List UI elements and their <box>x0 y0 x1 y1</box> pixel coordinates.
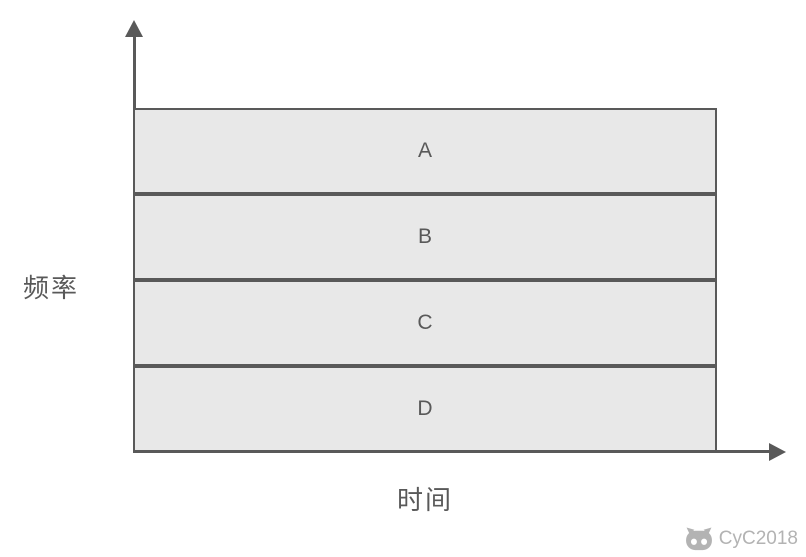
y-axis-arrow-icon <box>125 20 143 37</box>
band-c: C <box>133 280 717 366</box>
x-axis-label: 时间 <box>396 485 453 515</box>
band-b: B <box>133 194 717 280</box>
watermark: CyC2018 <box>685 527 798 551</box>
band-c-label: C <box>417 311 433 334</box>
cat-icon <box>685 527 713 551</box>
band-b-label: B <box>417 225 432 248</box>
y-axis-label: 频率 <box>23 273 80 303</box>
band-a-label: A <box>417 139 432 162</box>
bands-stack: A B C D <box>133 108 717 452</box>
band-d-label: D <box>417 397 433 420</box>
band-d: D <box>133 366 717 452</box>
band-a: A <box>133 108 717 194</box>
x-axis-arrow-icon <box>769 443 786 461</box>
watermark-text: CyC2018 <box>718 528 798 549</box>
